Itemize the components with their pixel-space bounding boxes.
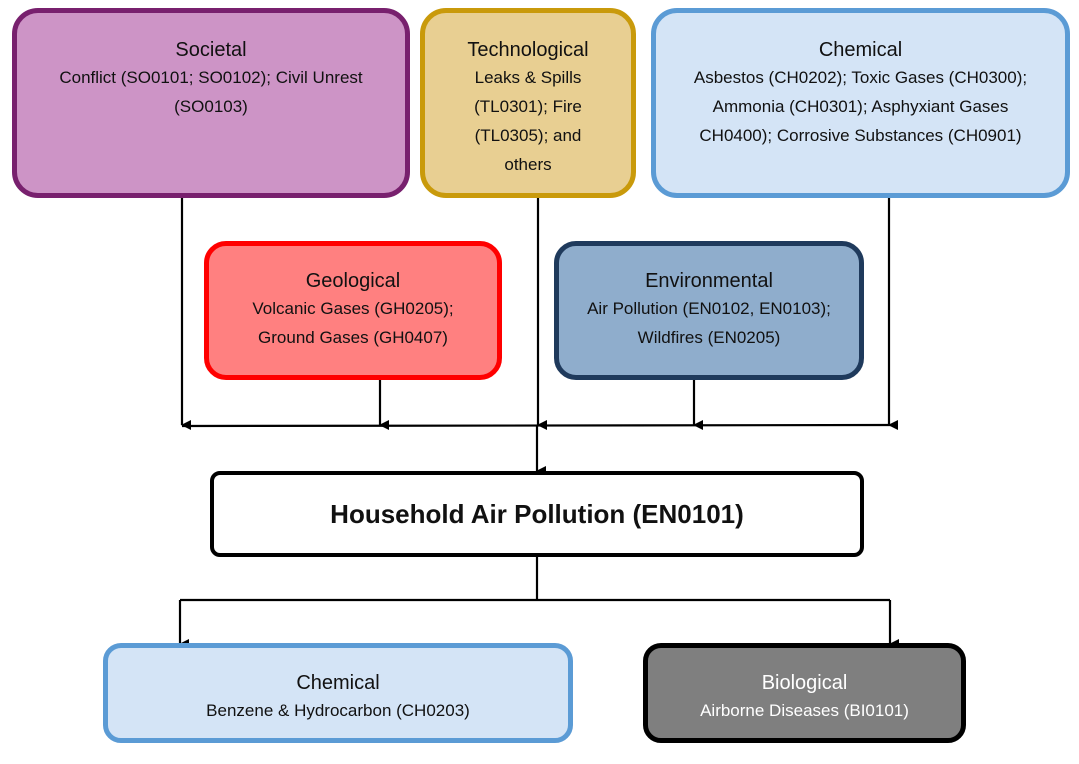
geological-title: Geological bbox=[305, 270, 401, 292]
biological-title: Biological bbox=[761, 672, 848, 694]
societal-title: Societal bbox=[175, 39, 247, 61]
household-air-pollution-title: Household Air Pollution (EN0101) bbox=[330, 498, 744, 529]
biological-desc: Airborne Diseases (BI0101) bbox=[700, 701, 909, 720]
environmental-node: Environmental Air Pollution (EN0102, EN0… bbox=[554, 241, 864, 380]
geological-node: Geological Volcanic Gases (GH0205); Grou… bbox=[204, 241, 502, 380]
environmental-desc: Air Pollution (EN0102, EN0103); Wildfire… bbox=[587, 299, 831, 347]
biological-node: Biological Airborne Diseases (BI0101) bbox=[643, 643, 966, 743]
chemical-bottom-node: Chemical Benzene & Hydrocarbon (CH0203) bbox=[103, 643, 573, 743]
societal-desc: Conflict (SO0101; SO0102); Civil Unrest … bbox=[59, 68, 363, 116]
chemical-bottom-desc: Benzene & Hydrocarbon (CH0203) bbox=[206, 701, 470, 720]
collector-bus-line bbox=[181, 423, 893, 428]
chemical-top-title: Chemical bbox=[818, 39, 903, 61]
technological-node: Technological Leaks & Spills (TL0301); F… bbox=[420, 8, 636, 198]
societal-node: Societal Conflict (SO0101; SO0102); Civi… bbox=[12, 8, 410, 198]
geological-desc: Volcanic Gases (GH0205); Ground Gases (G… bbox=[252, 299, 454, 347]
chemical-bottom-title: Chemical bbox=[296, 672, 380, 694]
chemical-top-node: Chemical Asbestos (CH0202); Toxic Gases … bbox=[651, 8, 1070, 198]
chemical-top-desc: Asbestos (CH0202); Toxic Gases (CH0300);… bbox=[693, 68, 1028, 145]
household-air-pollution-node: Household Air Pollution (EN0101) bbox=[210, 471, 864, 557]
environmental-title: Environmental bbox=[645, 270, 773, 292]
technological-title: Technological bbox=[467, 39, 589, 61]
technological-desc: Leaks & Spills (TL0301); Fire (TL0305); … bbox=[474, 68, 582, 174]
